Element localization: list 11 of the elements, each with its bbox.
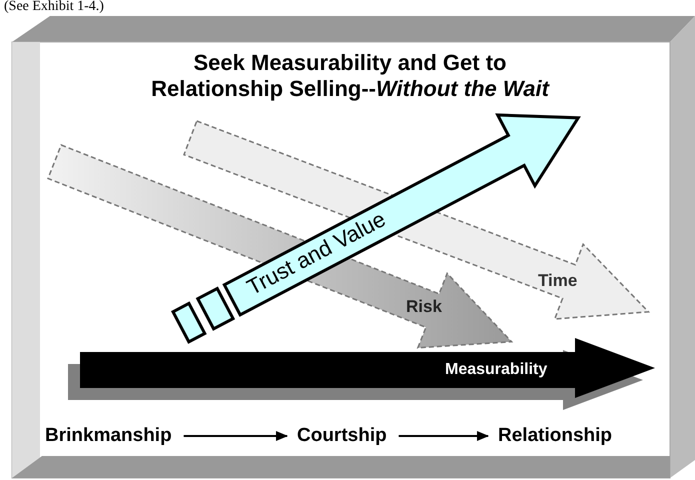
stage-label: Courtship xyxy=(297,425,387,446)
arrow xyxy=(398,431,489,441)
reference-note: (See Exhibit 1-4.) xyxy=(4,0,104,14)
arrow-label: Trust and Value xyxy=(244,208,390,299)
arrow-label: Time xyxy=(538,272,578,289)
arrow-label: Risk xyxy=(406,298,442,315)
diagram-title: Seek Measurability and Get to Relationship Selling--Without the Wait xyxy=(150,50,551,102)
arrow xyxy=(184,431,288,441)
arrow-label: Measurability xyxy=(445,362,548,378)
stage-label: Brinkmanship xyxy=(45,425,172,446)
stage-label: Relationship xyxy=(498,425,612,446)
